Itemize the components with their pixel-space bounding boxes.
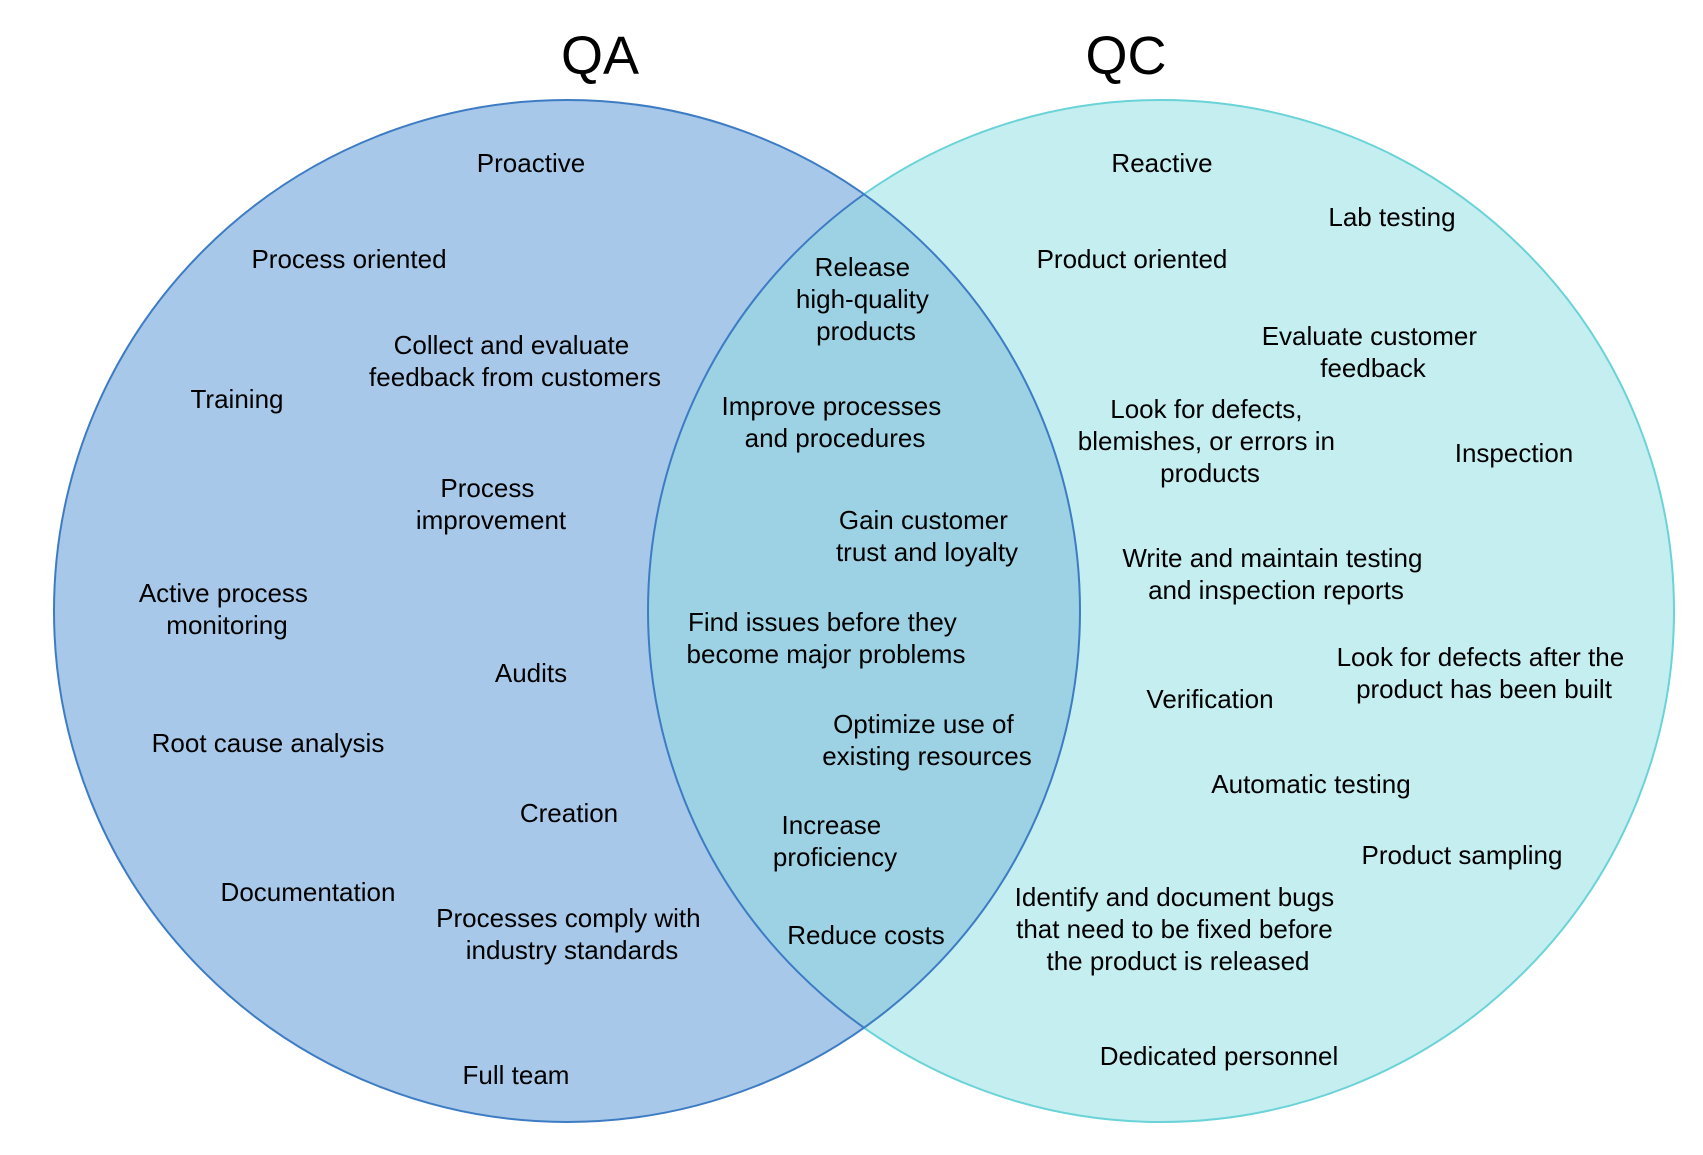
shared-item-reduce-costs: Reduce costs: [787, 920, 945, 950]
qa-item-creation: Creation: [520, 798, 618, 828]
qa-item-process-improvement: Process improvement: [416, 473, 567, 535]
shared-item-increase-proficiency: Increase proficiency: [773, 810, 897, 872]
qa-item-documentation: Documentation: [221, 877, 396, 907]
qc-item-product-oriented: Product oriented: [1037, 244, 1228, 274]
shared-item-customer-trust: Gain customer trust and loyalty: [836, 505, 1018, 567]
qc-item-evaluate-feedback: Evaluate customer feedback: [1262, 321, 1485, 383]
qa-only-items: Proactive Process oriented Collect and e…: [139, 148, 708, 1090]
qc-item-verification: Verification: [1146, 684, 1273, 714]
shared-item-optimize-resources: Optimize use of existing resources: [822, 709, 1032, 771]
qc-item-automatic-testing: Automatic testing: [1211, 769, 1410, 799]
qc-item-look-for-defects: Look for defects, blemishes, or errors i…: [1078, 394, 1342, 488]
qc-item-defects-after-built: Look for defects after the product has b…: [1337, 642, 1632, 704]
qa-title: QA: [561, 26, 639, 86]
qa-item-active-monitoring: Active process monitoring: [139, 578, 315, 640]
qc-item-identify-bugs: Identify and document bugs that need to …: [1015, 882, 1342, 976]
qc-only-items: Reactive Lab testing Product oriented Ev…: [1015, 148, 1632, 1071]
shared-item-release: Release high-quality products: [796, 252, 936, 346]
shared-item-improve-processes: Improve processes and procedures: [722, 391, 949, 453]
qa-item-root-cause: Root cause analysis: [152, 728, 385, 758]
qa-item-training: Training: [191, 384, 284, 414]
qa-item-process-oriented: Process oriented: [251, 244, 446, 274]
qc-circle-outline: [647, 100, 1080, 1122]
qa-item-full-team: Full team: [463, 1060, 570, 1090]
qc-item-inspection: Inspection: [1455, 438, 1574, 468]
qc-item-product-sampling: Product sampling: [1362, 840, 1563, 870]
shared-items: Release high-quality products Improve pr…: [687, 252, 1032, 950]
qa-item-proactive: Proactive: [477, 148, 585, 178]
qc-item-write-reports: Write and maintain testing and inspectio…: [1122, 543, 1429, 605]
overlap-region: [648, 100, 1080, 1122]
qa-item-comply-standards: Processes comply with industry standards: [436, 903, 708, 965]
shared-item-find-issues: Find issues before they become major pro…: [687, 607, 966, 669]
qc-item-dedicated-personnel: Dedicated personnel: [1100, 1041, 1339, 1071]
qc-title: QC: [1086, 26, 1167, 86]
qc-item-lab-testing: Lab testing: [1328, 202, 1455, 232]
qa-item-audits: Audits: [495, 658, 567, 688]
qa-item-collect-feedback: Collect and evaluate feedback from custo…: [369, 330, 661, 392]
qc-item-reactive: Reactive: [1111, 148, 1212, 178]
qa-circle-outline: [53, 99, 1081, 1123]
